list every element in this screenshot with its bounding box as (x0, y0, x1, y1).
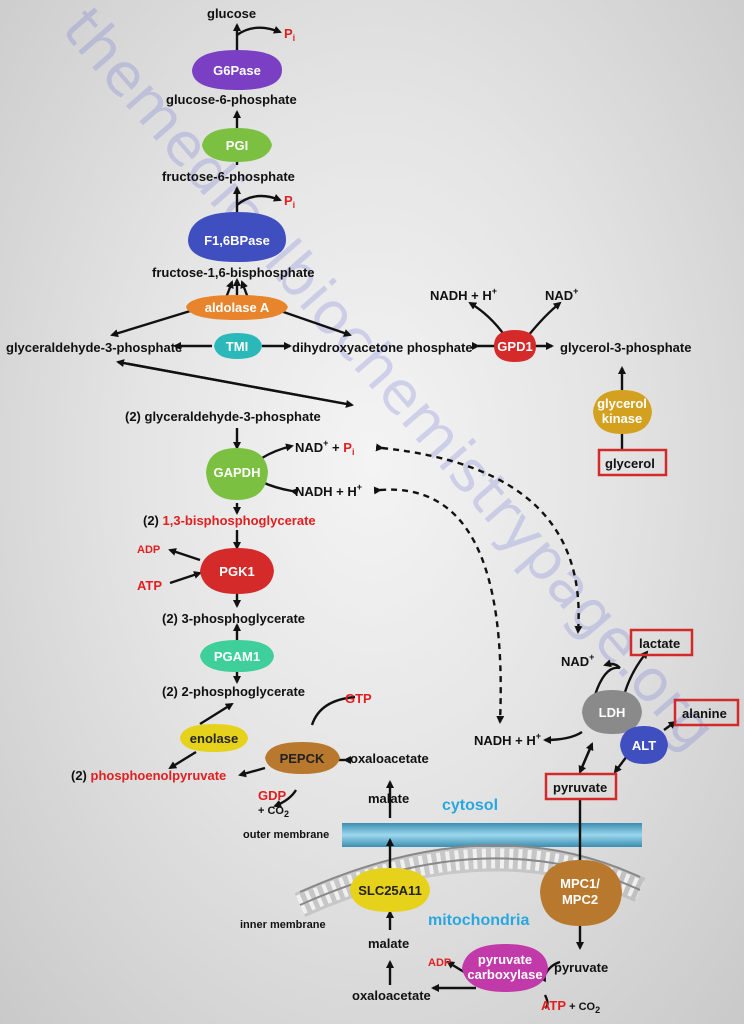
pi-label-1: Pi (284, 26, 295, 43)
slc25a11-label: SLC25A11 (358, 883, 422, 898)
mpc-label-2: MPC2 (562, 892, 598, 907)
adp-label-pc: ADP (428, 957, 451, 969)
mpc-label-1: MPC1/ (560, 876, 600, 891)
outer-membrane-label: outer membrane (243, 829, 329, 841)
gpd1-nadh-label: NADH + H+ (430, 286, 497, 303)
pgam1-enzyme (200, 640, 274, 672)
atp-label-pgk: ATP (137, 578, 162, 593)
gdp-co2-label: + CO2 (258, 805, 289, 819)
lactate-box (629, 628, 694, 657)
glycerol-kinase-label-2: kinase (602, 411, 642, 426)
f16bp-label: fructose-1,6-bisphosphate (152, 265, 315, 280)
pgk1-enzyme (200, 548, 274, 594)
tmi-enzyme (214, 333, 262, 359)
glycerol3p-label: glycerol-3-phosphate (560, 340, 691, 355)
g3p-2-label: (2) glyceraldehyde-3-phosphate (125, 409, 321, 424)
pyruvate-carboxylase-enzyme (462, 944, 548, 992)
malate-mito-label: malate (368, 936, 409, 951)
pc-label-2: carboxylase (467, 967, 542, 982)
pgi-label: PGI (226, 138, 248, 153)
watermark-text: themedicalbiochemistrypage.org (49, 0, 729, 763)
gpd1-enzyme (494, 330, 536, 362)
gtp-label: GTP (345, 691, 372, 706)
gpd1-nad-label: NAD+ (545, 286, 578, 303)
pepck-enzyme (265, 742, 340, 774)
inner-membrane-label: inner membrane (240, 919, 326, 931)
oaa-cytosol-label: oxaloacetate (350, 751, 429, 766)
g6pase-label: G6Pase (213, 63, 261, 78)
pc-label-1: pyruvate (478, 952, 532, 967)
glycerol-label: glycerol (605, 456, 655, 471)
aldolase-enzyme (186, 295, 288, 320)
pi-label-2: Pi (284, 193, 295, 210)
mitochondria-label: mitochondria (428, 912, 529, 929)
bpg-label: (2) 1,3-bisphosphoglycerate (143, 513, 316, 528)
pyruvate-cytosol-label: pyruvate (553, 780, 607, 795)
tmi-label: TMI (226, 339, 248, 354)
gapdh-nadh-label: NADH + H+ (295, 482, 362, 499)
alt-enzyme (620, 726, 668, 764)
glycerol-box (597, 448, 668, 477)
pyruvate-mito-label: pyruvate (554, 960, 608, 975)
ldh-enzyme (582, 690, 642, 734)
pg3-label: (2) 3-phosphoglycerate (162, 611, 305, 626)
oaa-mito-label: oxaloacetate (352, 988, 431, 1003)
f16bpase-label: F1,6BPase (204, 233, 270, 248)
g6p-label: glucose-6-phosphate (166, 92, 297, 107)
aldolase-label: aldolase A (205, 300, 270, 315)
enolase-enzyme (180, 724, 248, 752)
gdp-label: GDP (258, 788, 287, 803)
f16bpase-enzyme (188, 212, 286, 262)
alt-label: ALT (632, 738, 656, 753)
pgk1-label: PGK1 (219, 564, 254, 579)
dhap-label: dihydroxyacetone phosphate (292, 340, 473, 355)
slc25a11-enzyme (350, 868, 430, 912)
pg2-label: (2) 2-phosphoglycerate (162, 684, 305, 699)
mpc-enzyme (540, 860, 622, 926)
adp-label-pgk: ADP (137, 544, 160, 556)
g3p-label: glyceraldehyde-3-phosphate (6, 340, 182, 355)
f6p-label: fructose-6-phosphate (162, 169, 295, 184)
g6pase-enzyme (192, 50, 282, 90)
ldh-nadh-label: NADH + H+ (474, 731, 541, 748)
ldh-nad-label: NAD+ (561, 652, 594, 669)
alanine-box (673, 698, 740, 727)
atp-co2-label: ATP + CO2 (541, 998, 600, 1015)
pepck-label: PEPCK (280, 751, 325, 766)
glycerol-kinase-enzyme (593, 390, 652, 434)
glycerol-kinase-label-1: glycerol (597, 396, 647, 411)
lactate-label: lactate (639, 636, 680, 651)
pgam1-label: PGAM1 (214, 649, 260, 664)
gpd1-label: GPD1 (497, 339, 532, 354)
gapdh-enzyme (206, 448, 268, 500)
enolase-label: enolase (190, 731, 238, 746)
ldh-label: LDH (599, 705, 626, 720)
gapdh-label: GAPDH (214, 465, 261, 480)
malate-cytosol-label: malate (368, 791, 409, 806)
nad-pi-label: NAD+ + Pi (295, 438, 354, 457)
pyruvate-box (544, 772, 618, 801)
pgi-enzyme (202, 128, 272, 162)
cytosol-label: cytosol (442, 797, 498, 814)
glucose-label: glucose (207, 6, 256, 21)
alanine-label: alanine (682, 706, 727, 721)
outer-membrane (342, 823, 642, 847)
pep-label: (2) phosphoenolpyruvate (71, 768, 226, 783)
